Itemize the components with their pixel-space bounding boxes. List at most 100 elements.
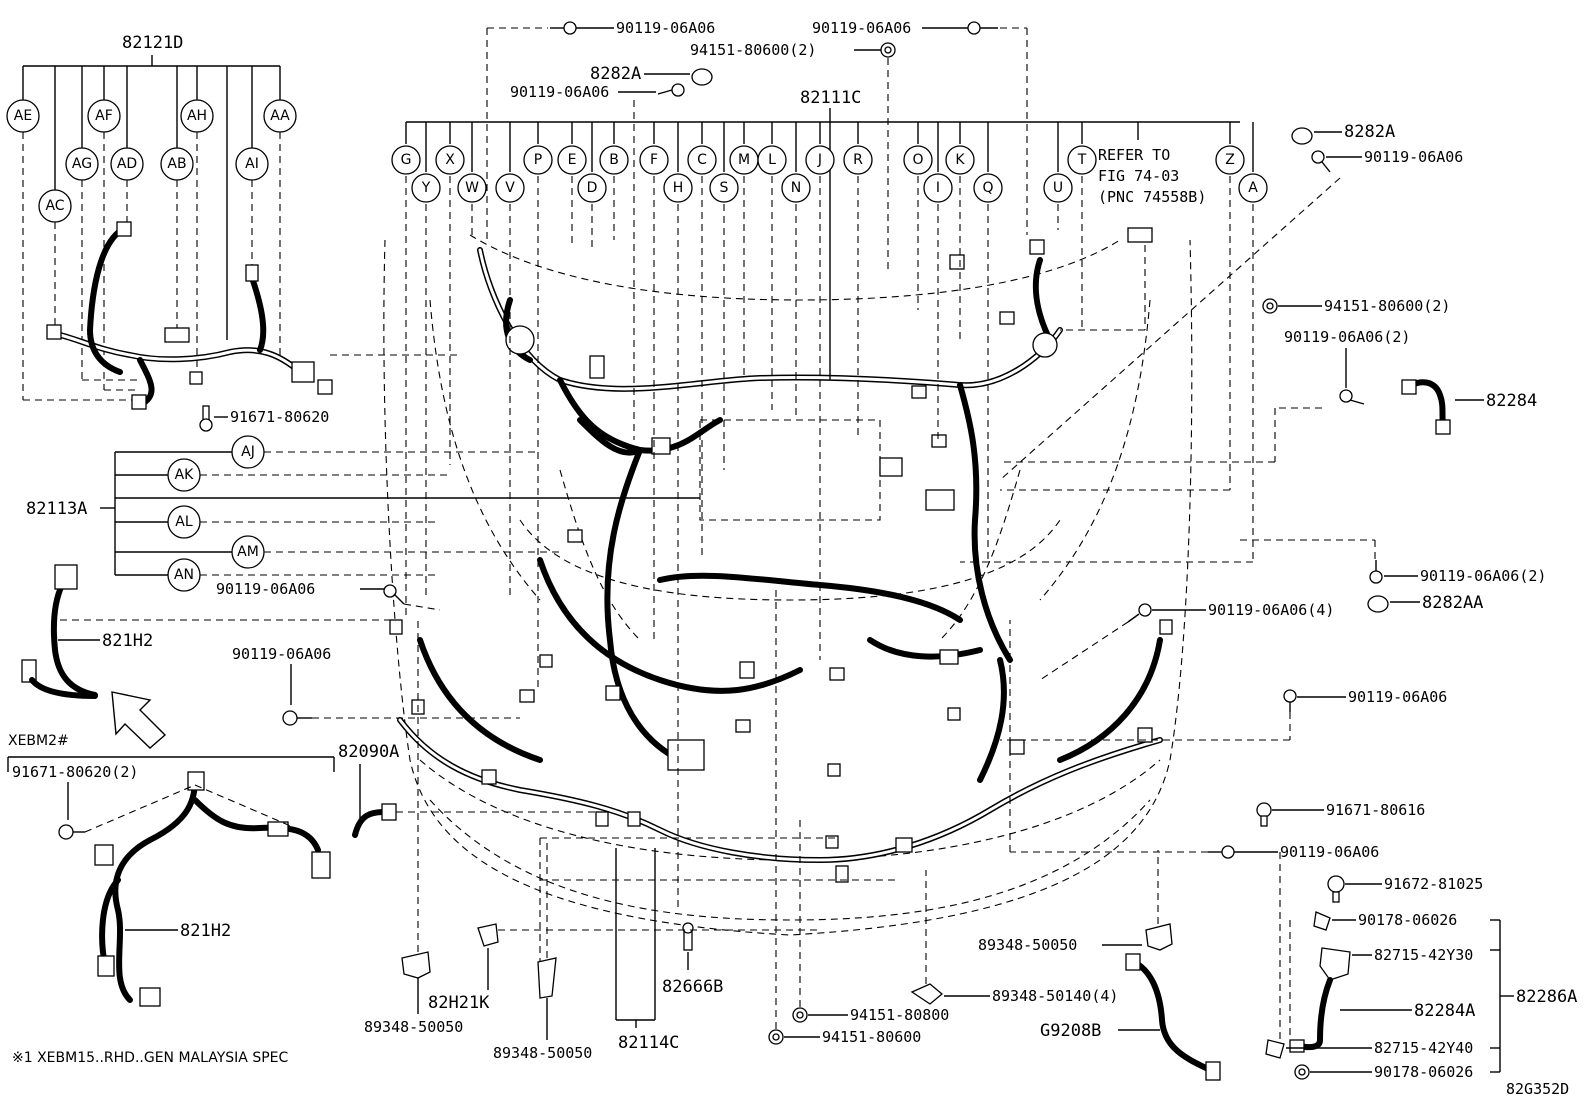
svg-text:82666B: 82666B <box>662 977 723 997</box>
circle-C: C <box>687 145 717 175</box>
part-89348-50050-right: 89348-50050 <box>978 850 1173 954</box>
svg-text:C: C <box>697 152 707 168</box>
circle-P: P <box>523 145 553 175</box>
refer-note-line-1: REFER TO <box>1098 146 1170 164</box>
svg-text:82284: 82284 <box>1486 391 1537 411</box>
arrow-icon <box>111 691 167 749</box>
part-89348-50050-left: 89348-50050 <box>364 620 463 1036</box>
svg-text:XEBM2#: XEBM2# <box>8 733 69 749</box>
bolt-icon <box>1256 802 1272 827</box>
svg-text:B: B <box>609 152 619 168</box>
circle-AI: AI <box>235 147 269 181</box>
part-82H21K: 82H21K <box>428 923 820 1013</box>
svg-text:S: S <box>720 180 729 196</box>
fastener-right-8: 90119-06A06 <box>1009 620 1379 861</box>
svg-text:82114C: 82114C <box>618 1033 679 1053</box>
circle-A: A <box>1238 173 1268 203</box>
nut-icon <box>792 1007 808 1023</box>
group-82113A: 82113A <box>26 451 700 576</box>
svg-text:N: N <box>791 180 801 196</box>
svg-text:90119-06A06(2): 90119-06A06(2) <box>1420 567 1546 585</box>
svg-text:M: M <box>738 152 750 168</box>
circle-AL: AL <box>167 505 201 539</box>
svg-text:AC: AC <box>45 198 64 214</box>
svg-text:90119-06A06(2): 90119-06A06(2) <box>1284 328 1410 346</box>
svg-text:AK: AK <box>175 467 195 483</box>
circle-AG: AG <box>65 147 99 181</box>
part-G9208B: G9208B <box>1040 953 1221 1081</box>
circle-AM: AM <box>231 535 265 569</box>
fastener-top-4: 90119-06A06 <box>510 83 685 440</box>
fastener-right-3: 90119-06A06(2) <box>1000 328 1410 463</box>
svg-text:L: L <box>768 152 776 168</box>
circle-AH: AH <box>180 99 214 133</box>
bolt-icon <box>1339 389 1365 405</box>
part-82284: 82284 <box>1401 379 1537 435</box>
svg-text:G9208B: G9208B <box>1040 1021 1101 1041</box>
circle-N: N <box>781 173 811 203</box>
svg-text:G: G <box>401 152 412 168</box>
circle-G: G <box>391 145 421 175</box>
circle-F: F <box>639 145 669 175</box>
circle-AA: AA <box>263 99 297 133</box>
nut-icon <box>880 42 896 58</box>
svg-text:D: D <box>587 180 598 196</box>
svg-text:94151-80600: 94151-80600 <box>822 1028 921 1046</box>
svg-text:V: V <box>505 180 515 196</box>
svg-text:90119-06A06: 90119-06A06 <box>616 19 715 37</box>
fastener-94151-80600: 94151-80600 <box>768 590 921 1046</box>
svg-text:90119-06A06: 90119-06A06 <box>1348 688 1447 706</box>
svg-text:P: P <box>534 152 542 168</box>
svg-text:W: W <box>465 180 479 196</box>
circles-82113A: AJ AK AL AM AN <box>167 435 265 592</box>
svg-text:90178-06026: 90178-06026 <box>1358 911 1457 929</box>
part-8282A-right: 8282A <box>1291 122 1395 145</box>
fastener-right-5: 90119-06A06(4) <box>1039 601 1334 681</box>
svg-text:94151-80800: 94151-80800 <box>850 1006 949 1024</box>
svg-text:82H21K: 82H21K <box>428 993 490 1013</box>
bolt-icon <box>58 824 85 840</box>
svg-text:K: K <box>955 152 965 168</box>
svg-text:H: H <box>673 180 684 196</box>
circle-R: R <box>843 145 873 175</box>
circle-W: W <box>457 173 487 203</box>
svg-text:AM: AM <box>237 544 259 560</box>
part-82114C: 82114C <box>539 837 900 1053</box>
svg-text:90178-06026: 90178-06026 <box>1374 1063 1473 1081</box>
svg-text:89348-50050: 89348-50050 <box>364 1018 463 1036</box>
circle-V: V <box>495 173 525 203</box>
svg-text:Y: Y <box>421 180 431 196</box>
svg-text:AA: AA <box>270 108 290 124</box>
circle-J: J <box>805 145 835 175</box>
svg-text:I: I <box>936 180 940 196</box>
circle-X: X <box>435 145 465 175</box>
svg-text:821H2: 821H2 <box>102 631 153 651</box>
circle-AB: AB <box>160 147 194 181</box>
clip-icon <box>1313 911 1331 931</box>
part-821H2-upper: 821H2 <box>21 564 400 749</box>
footnote: ※1 XEBM15..RHD..GEN MALAYSIA SPEC <box>12 1050 289 1066</box>
part-8282A-top: 8282A <box>590 64 713 86</box>
circle-B: B <box>599 145 629 175</box>
fastener-right-9: 91672-81025 <box>1327 875 1483 903</box>
part-82666B: 82666B <box>662 922 723 997</box>
fastener-91671-80620: 91671-80620 <box>199 405 329 432</box>
bolt-icon <box>199 405 213 432</box>
fastener-top-3: 94151-80600(2) <box>690 41 896 270</box>
bolt-icon <box>1208 845 1235 859</box>
svg-text:90119-06A06: 90119-06A06 <box>510 83 609 101</box>
svg-text:8282AA: 8282AA <box>1422 593 1483 613</box>
circle-K: K <box>945 145 975 175</box>
svg-text:82715-42Y40: 82715-42Y40 <box>1374 1039 1473 1057</box>
circle-I: I <box>923 173 953 203</box>
svg-text:91671-80620: 91671-80620 <box>230 408 329 426</box>
circle-Q: Q <box>973 173 1003 203</box>
svg-text:O: O <box>912 152 923 168</box>
bolt-icon <box>1369 560 1383 584</box>
svg-text:82090A: 82090A <box>338 742 399 762</box>
circle-Z: Z <box>1215 145 1245 175</box>
svg-text:AL: AL <box>175 514 193 530</box>
bolt-icon <box>657 83 685 97</box>
svg-text:91672-81025: 91672-81025 <box>1384 875 1483 893</box>
circle-AE: AE <box>6 99 40 133</box>
